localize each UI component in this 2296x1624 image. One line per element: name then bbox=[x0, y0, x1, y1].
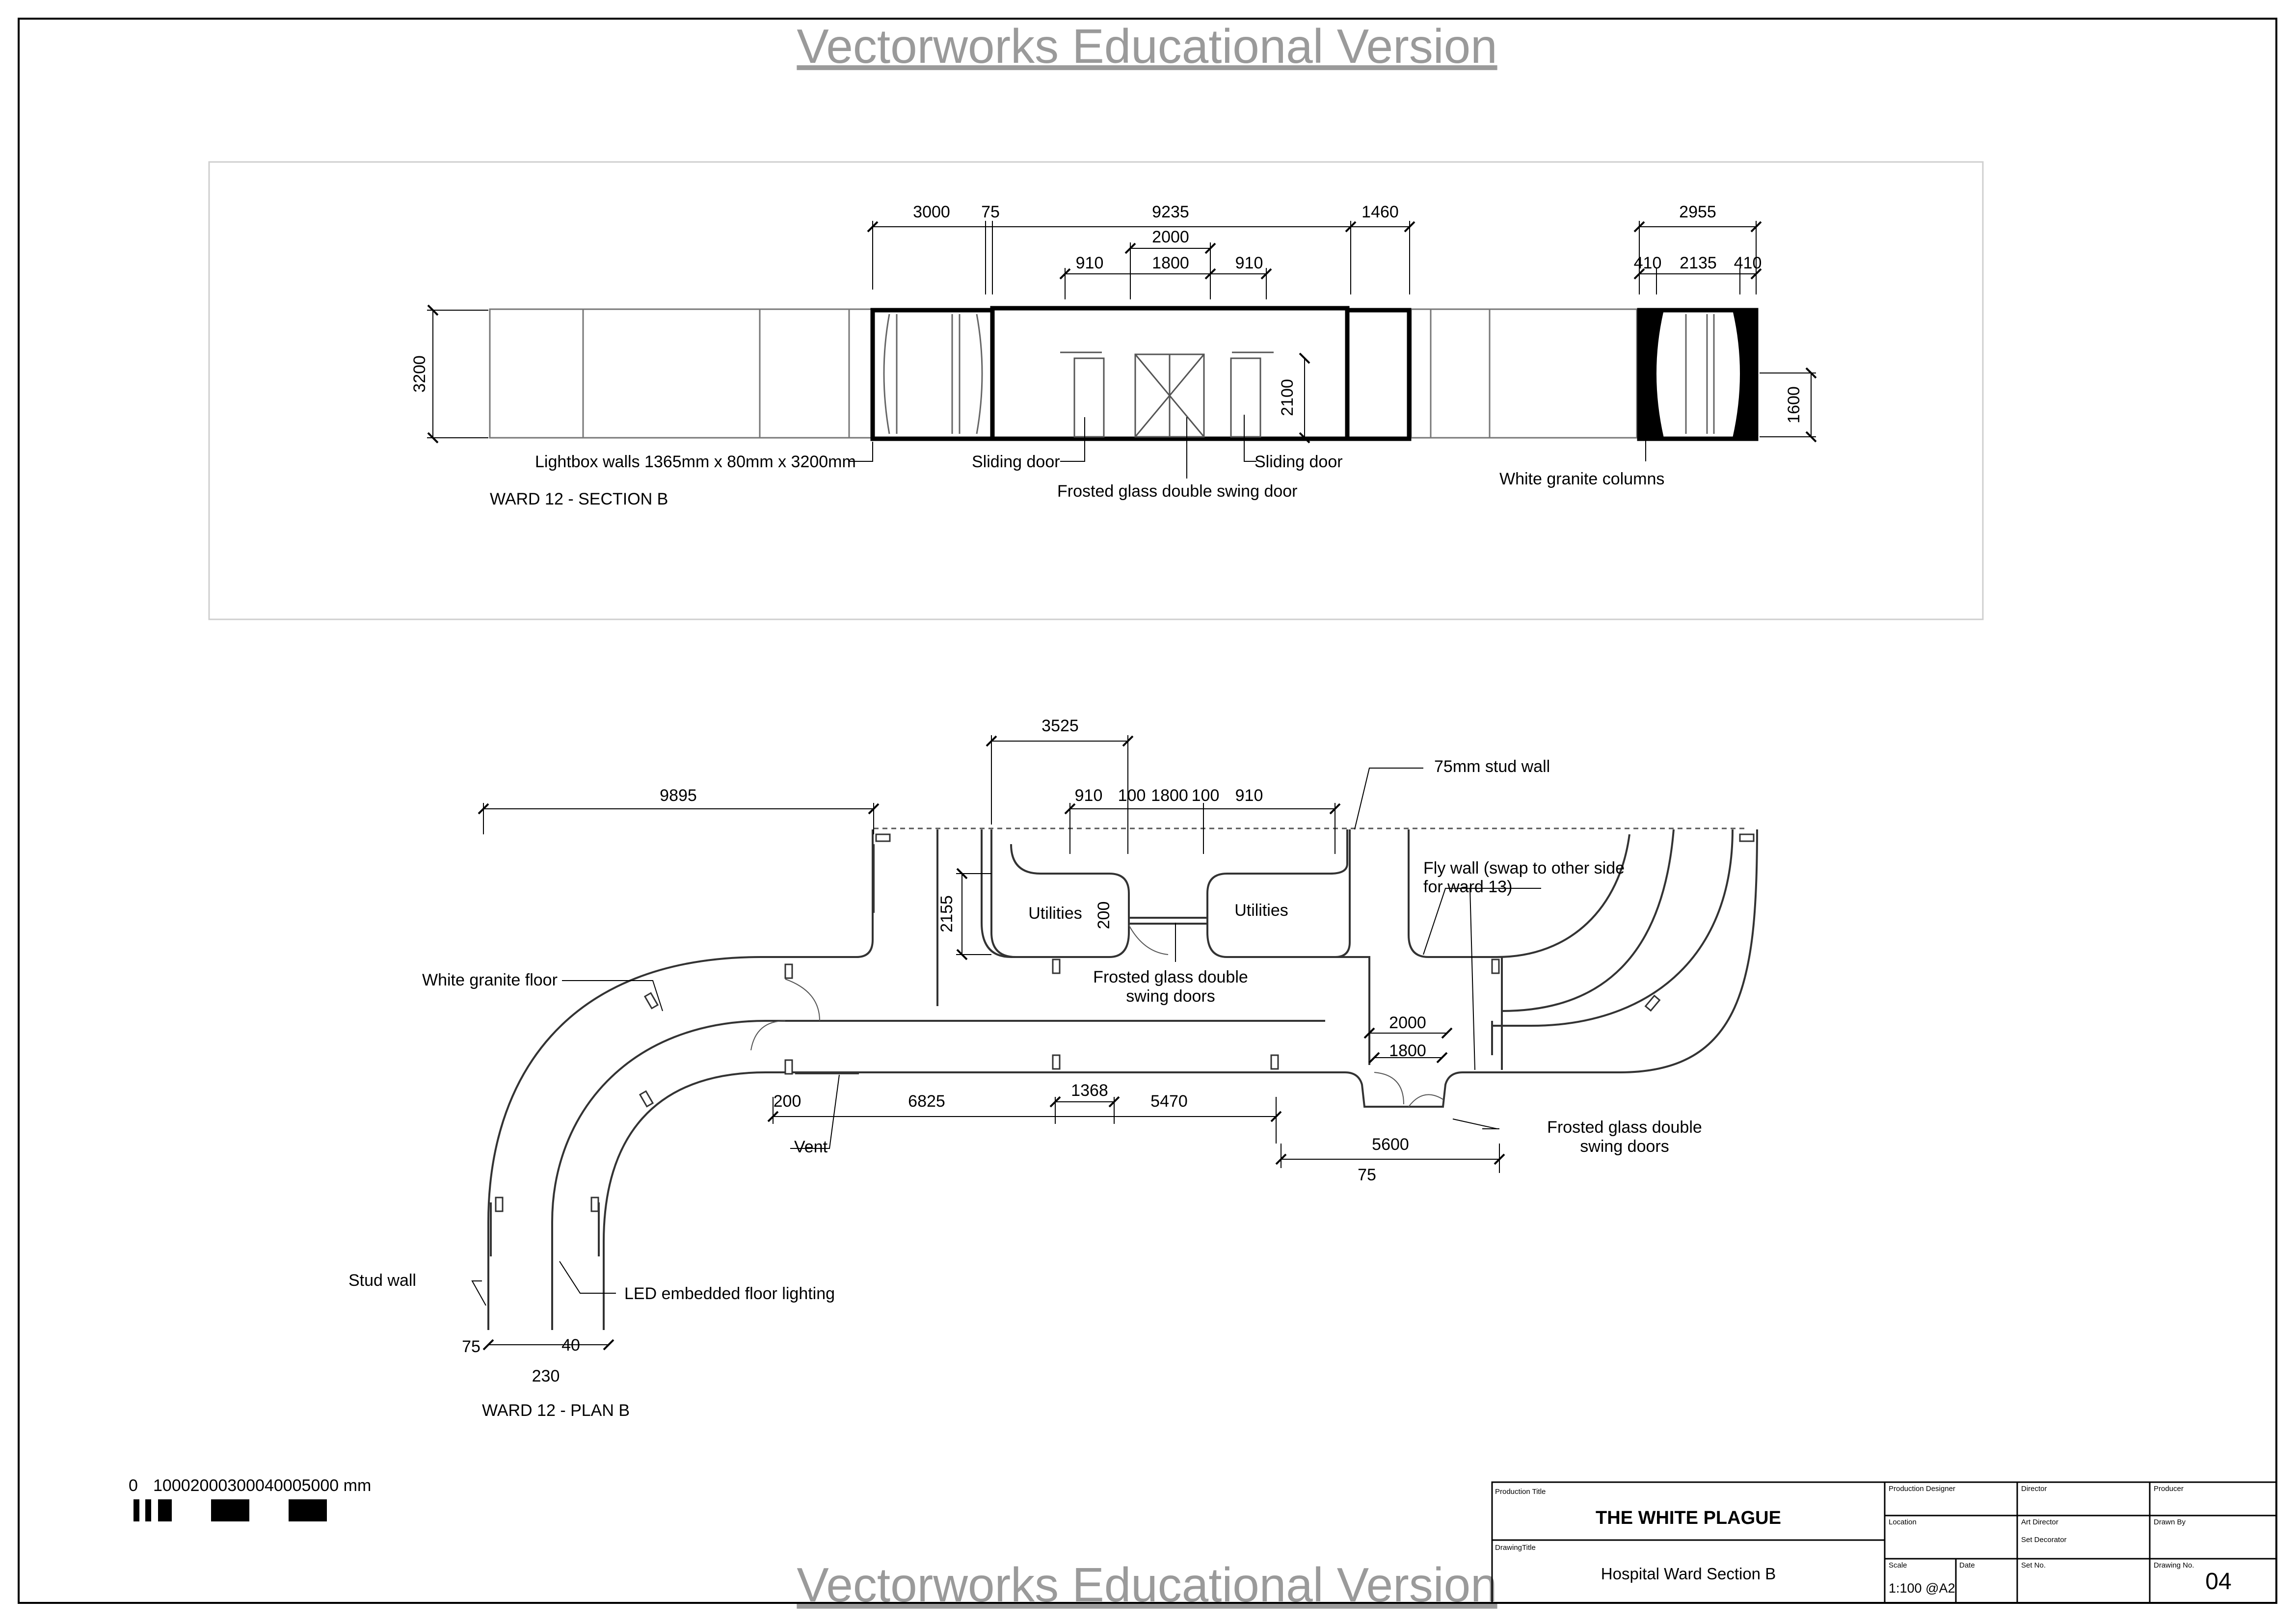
tb-drawing-title: Hospital Ward Section B bbox=[1601, 1565, 1776, 1583]
tb-art-director-label: Art Director bbox=[2021, 1518, 2058, 1526]
glass-panels bbox=[883, 314, 1715, 434]
plan-dimension-lines bbox=[478, 735, 1505, 1351]
dim-200: 200 bbox=[774, 1092, 801, 1111]
label-lightbox-walls: Lightbox walls 1365mm x 80mm x 3200mm bbox=[535, 453, 856, 471]
tb-director-label: Director bbox=[2021, 1485, 2047, 1493]
tb-production-title: THE WHITE PLAGUE bbox=[1596, 1508, 1781, 1528]
dim-100-right: 100 bbox=[1192, 786, 1220, 805]
led-strips bbox=[490, 844, 1325, 1256]
dim-100-left: 100 bbox=[1118, 786, 1146, 805]
title-block bbox=[1491, 1481, 2277, 1604]
section-frame bbox=[208, 161, 1984, 620]
label-granite-columns: White granite columns bbox=[1499, 470, 1664, 488]
tb-set-decorator-label: Set Decorator bbox=[2021, 1536, 2067, 1544]
scale-bar: 0 10002000300040005000 mm bbox=[129, 1476, 371, 1521]
plan-view: 3525 9895 910 100 1800 100 910 2155 200 … bbox=[348, 717, 1758, 1420]
plan-leaders bbox=[471, 768, 1541, 1306]
utility-rooms bbox=[990, 829, 1348, 958]
plan-walls bbox=[487, 829, 1758, 1330]
tb-scale-label: Scale bbox=[1889, 1561, 1907, 1570]
sheet-border bbox=[18, 18, 2277, 1604]
dim-75-plan-left: 75 bbox=[462, 1337, 481, 1356]
plan-fixtures bbox=[495, 833, 1755, 1212]
dim-2155: 2155 bbox=[937, 895, 956, 932]
label-sliding-door-right: Sliding door bbox=[1255, 453, 1343, 471]
watermark-bottom: Vectorworks Educational Version bbox=[797, 1558, 1497, 1612]
tb-drawn-by-label: Drawn By bbox=[2154, 1518, 2186, 1526]
label-utilities-left: Utilities bbox=[1028, 904, 1082, 923]
label-frosted-doors-1-line1: Frosted glass double bbox=[1093, 968, 1248, 986]
dim-1600: 1600 bbox=[1785, 386, 1803, 424]
label-vent: Vent bbox=[794, 1138, 828, 1156]
label-utilities-right: Utilities bbox=[1234, 901, 1288, 920]
dim-5470: 5470 bbox=[1150, 1092, 1188, 1111]
dim-910-plan-right: 910 bbox=[1235, 786, 1263, 805]
tb-production-title-label: Production Title bbox=[1495, 1488, 1546, 1496]
dim-1460: 1460 bbox=[1362, 203, 1399, 221]
tb-set-no-label: Set No. bbox=[2021, 1561, 2046, 1570]
plan-title: WARD 12 - PLAN B bbox=[482, 1401, 630, 1420]
watermark-top: Vectorworks Educational Version bbox=[797, 19, 1497, 73]
section-dimension-lines bbox=[427, 221, 1817, 444]
section-view: 3000 75 9235 1460 2955 2000 910 1800 910… bbox=[208, 161, 1984, 620]
dim-1800: 1800 bbox=[1152, 254, 1189, 272]
dim-6825: 6825 bbox=[908, 1092, 945, 1111]
dim-200-vertical: 200 bbox=[1095, 902, 1113, 930]
dim-1368: 1368 bbox=[1071, 1081, 1108, 1100]
dim-5600: 5600 bbox=[1372, 1135, 1409, 1154]
label-sliding-door-left: Sliding door bbox=[972, 453, 1060, 471]
scale-bar-zero: 0 bbox=[129, 1476, 138, 1495]
dim-1800-plan-lower: 1800 bbox=[1389, 1041, 1426, 1060]
granite-column-right bbox=[1733, 310, 1756, 438]
section-doors bbox=[1060, 351, 1274, 438]
label-stud-wall: Stud wall bbox=[348, 1271, 416, 1290]
tb-drawing-title-label: DrawingTitle bbox=[1495, 1544, 1536, 1552]
heavy-frames bbox=[870, 306, 1759, 441]
tb-drawing-no: 04 bbox=[2205, 1569, 2231, 1595]
label-fly-wall-line2: for ward 13) bbox=[1423, 878, 1512, 896]
tb-scale-value: 1:100 @A2 bbox=[1889, 1581, 1955, 1596]
tb-drawing-no-label: Drawing No. bbox=[2154, 1561, 2194, 1570]
dim-910-left: 910 bbox=[1076, 254, 1104, 272]
granite-column-left bbox=[1637, 310, 1664, 438]
label-75mm-stud-wall: 75mm stud wall bbox=[1434, 757, 1550, 776]
label-frosted-doors-1-line2: swing doors bbox=[1126, 987, 1215, 1006]
dim-410-right: 410 bbox=[1734, 254, 1762, 272]
dim-2955: 2955 bbox=[1679, 203, 1716, 221]
plan-door-swings bbox=[750, 925, 1443, 1107]
label-frosted-doors-2-line1: Frosted glass double bbox=[1547, 1118, 1702, 1137]
lightbox-walls bbox=[489, 308, 1638, 439]
dim-910-right: 910 bbox=[1235, 254, 1263, 272]
section-title: WARD 12 - SECTION B bbox=[490, 490, 668, 508]
dim-75: 75 bbox=[981, 203, 1000, 221]
dim-230: 230 bbox=[532, 1367, 560, 1385]
dim-3200: 3200 bbox=[410, 355, 429, 393]
tb-producer-label: Producer bbox=[2154, 1485, 2184, 1493]
dim-75-plan-right: 75 bbox=[1358, 1166, 1376, 1184]
dim-2135: 2135 bbox=[1680, 254, 1717, 272]
dim-3525: 3525 bbox=[1041, 717, 1079, 735]
label-fly-wall-line1: Fly wall (swap to other side bbox=[1423, 859, 1625, 878]
dim-910-plan-left: 910 bbox=[1075, 786, 1103, 805]
label-led-floor-lighting: LED embedded floor lighting bbox=[624, 1284, 835, 1303]
tb-production-designer-label: Production Designer bbox=[1889, 1485, 1955, 1493]
label-white-granite-floor: White granite floor bbox=[422, 971, 558, 989]
tb-location-label: Location bbox=[1889, 1518, 1917, 1526]
dim-9895: 9895 bbox=[660, 786, 697, 805]
scale-bar-ticks: 10002000300040005000 mm bbox=[153, 1476, 371, 1495]
dim-2100: 2100 bbox=[1278, 379, 1297, 416]
label-frosted-swing-door: Frosted glass double swing door bbox=[1057, 482, 1298, 501]
dim-3000: 3000 bbox=[913, 203, 950, 221]
section-leaders bbox=[849, 415, 1646, 479]
dim-410-left: 410 bbox=[1634, 254, 1662, 272]
dim-40: 40 bbox=[561, 1336, 580, 1355]
dim-2000-plan: 2000 bbox=[1389, 1013, 1426, 1032]
dim-9235: 9235 bbox=[1152, 203, 1189, 221]
label-frosted-doors-2-line2: swing doors bbox=[1580, 1137, 1669, 1156]
dim-2000: 2000 bbox=[1152, 228, 1189, 246]
dim-1800-plan: 1800 bbox=[1151, 786, 1188, 805]
tb-date-label: Date bbox=[1959, 1561, 1975, 1570]
